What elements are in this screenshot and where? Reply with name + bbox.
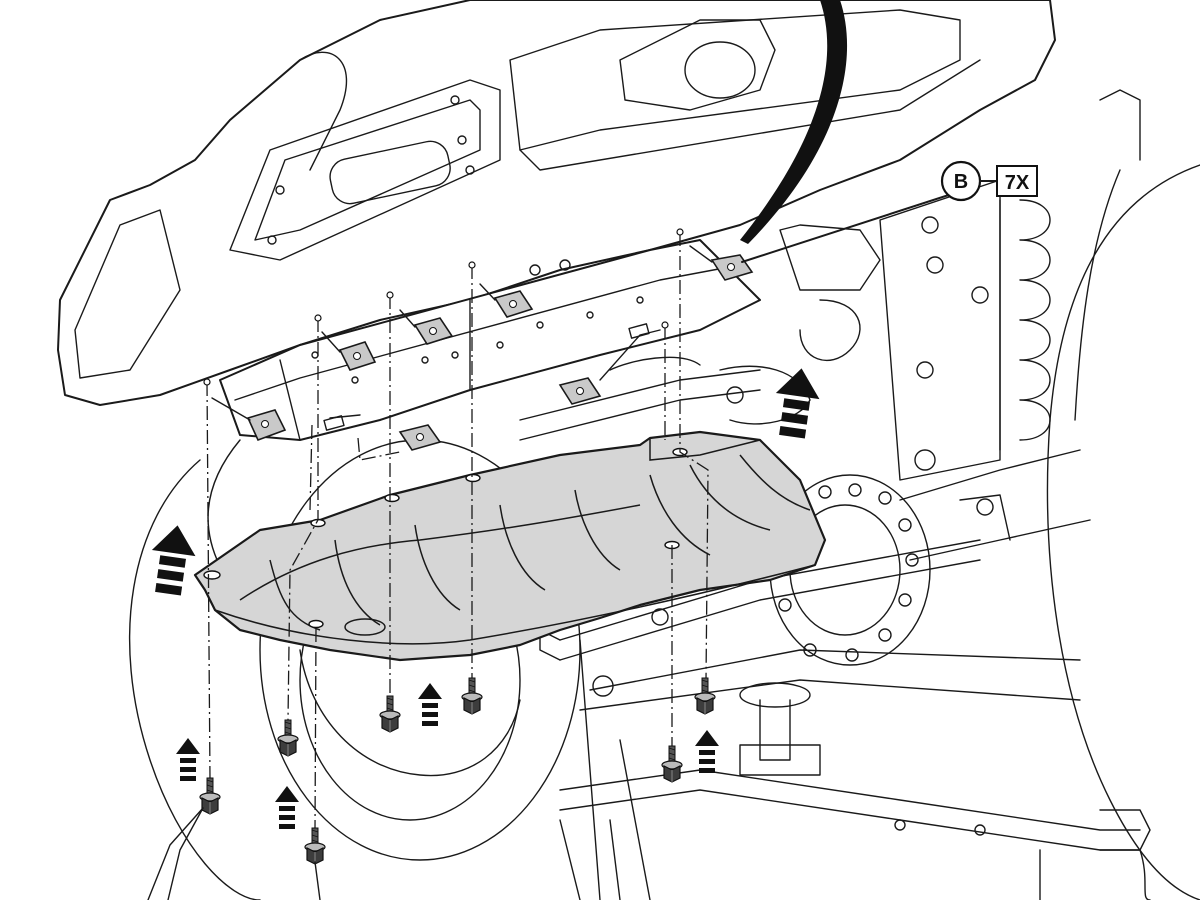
clip-nut [246, 409, 287, 442]
alignment-lines [203, 228, 709, 831]
up-arrow-icon [275, 786, 299, 829]
up-arrow-icon [176, 738, 200, 781]
clip-nuts [211, 245, 754, 451]
bolt [379, 695, 401, 733]
bolts [147, 677, 716, 900]
clip-nut [558, 377, 602, 405]
bolt [277, 719, 299, 757]
skid-plate [193, 430, 827, 662]
up-arrow-icon [775, 365, 824, 439]
callout-quantity: 7X [1005, 172, 1030, 194]
clip-nut [398, 424, 442, 451]
bolt [304, 827, 326, 865]
callout-letter: B [954, 171, 968, 193]
bolt [694, 677, 716, 715]
bolt [661, 745, 683, 783]
clip-nut [413, 317, 454, 345]
up-arrow-icon [695, 730, 719, 773]
callout-quantity-box [996, 165, 1038, 197]
up-arrow-icon [418, 683, 442, 726]
clip-nut [338, 341, 377, 371]
front-bumper [57, 0, 1056, 406]
up-arrow-icon [151, 522, 200, 596]
bolt [461, 677, 483, 715]
clip-nut [493, 290, 534, 318]
frame-bracket [219, 239, 761, 441]
callout: B 7X [741, 160, 1038, 263]
